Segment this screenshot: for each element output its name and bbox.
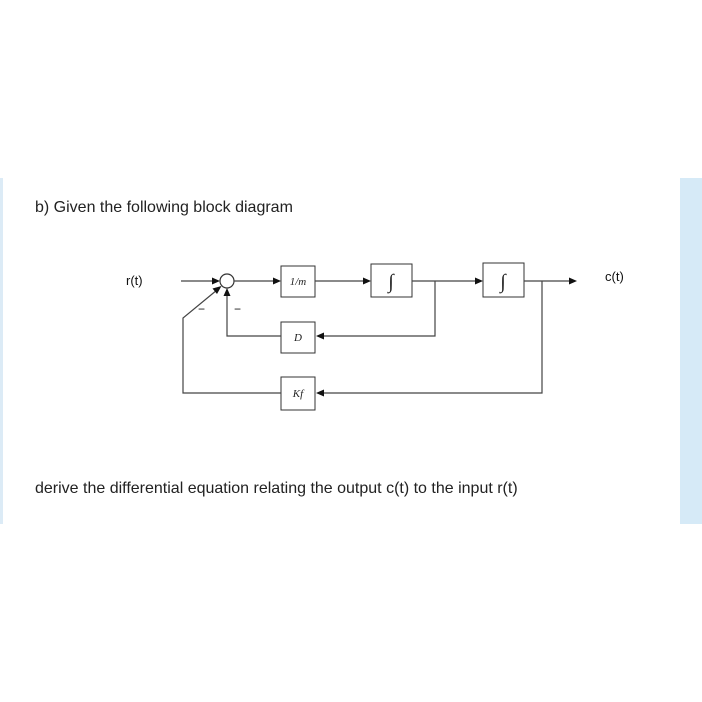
integrator-1-symbol: ∫ — [386, 271, 395, 294]
output-arrowhead — [569, 277, 577, 285]
output-label: c(t) — [605, 269, 624, 284]
stiffness-feedback-arrowhead — [212, 286, 222, 294]
stiffness-block — [280, 376, 316, 411]
stiffness-feedback-wire-in — [321, 281, 543, 394]
integrator-1-block — [370, 263, 413, 298]
input-label: r(t) — [126, 273, 143, 288]
integrator1-arrowhead — [363, 277, 371, 285]
integrator-2-block — [482, 262, 525, 298]
gain-block — [280, 265, 316, 298]
stiffness-arrowhead — [316, 389, 324, 397]
integrator-2-symbol: ∫ — [498, 271, 507, 294]
summing-junction — [219, 273, 235, 289]
damping-block — [280, 321, 316, 354]
left-accent-bar — [0, 178, 3, 524]
damping-block-label: D — [293, 332, 302, 344]
stiffness-block-label: Kf — [292, 388, 305, 400]
right-side-panel — [680, 178, 702, 524]
question-instruction: derive the differential equation relatin… — [35, 480, 518, 497]
input-arrowhead — [212, 277, 220, 285]
damping-feedback-wire-out — [226, 294, 281, 337]
integrator2-arrowhead — [475, 277, 483, 285]
damping-feedback-arrowhead — [223, 288, 231, 296]
stiffness-feedback-wire-out — [182, 289, 281, 394]
damping-feedback-wire-in — [321, 281, 436, 337]
gain-block-label: 1/m — [290, 276, 307, 288]
gain-arrowhead — [273, 277, 281, 285]
stiffness-sign: − — [198, 302, 205, 316]
damping-sign: − — [234, 302, 241, 316]
damping-arrowhead — [316, 332, 324, 340]
question-heading: b) Given the following block diagram — [35, 199, 293, 216]
